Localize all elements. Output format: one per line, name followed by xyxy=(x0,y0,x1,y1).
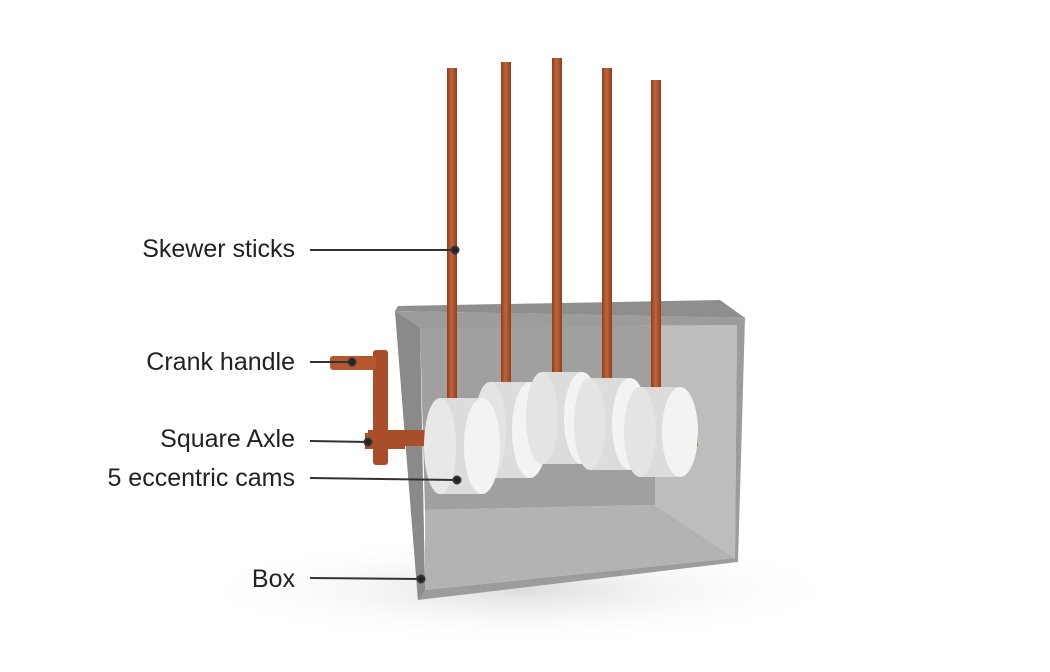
skewer-sticks xyxy=(447,58,661,398)
cam xyxy=(624,387,698,477)
label-skewer-sticks: Skewer sticks xyxy=(142,235,295,263)
box-floor xyxy=(425,505,735,590)
label-eccentric-cams: 5 eccentric cams xyxy=(107,464,295,492)
label-crank-handle: Crank handle xyxy=(146,348,295,376)
skewer-stick xyxy=(651,80,661,390)
leader-cams xyxy=(309,477,458,481)
skewer-stick xyxy=(501,62,511,392)
label-square-axle: Square Axle xyxy=(160,425,295,453)
skewer-stick xyxy=(552,58,562,378)
skewer-stick xyxy=(602,68,612,386)
leader-box xyxy=(309,577,422,580)
crank-handle xyxy=(330,350,405,465)
label-box: Box xyxy=(251,565,295,593)
leader-axle xyxy=(309,440,369,443)
leader-lines xyxy=(309,245,462,584)
eccentric-cams xyxy=(424,372,698,494)
skewer-stick xyxy=(447,68,457,398)
